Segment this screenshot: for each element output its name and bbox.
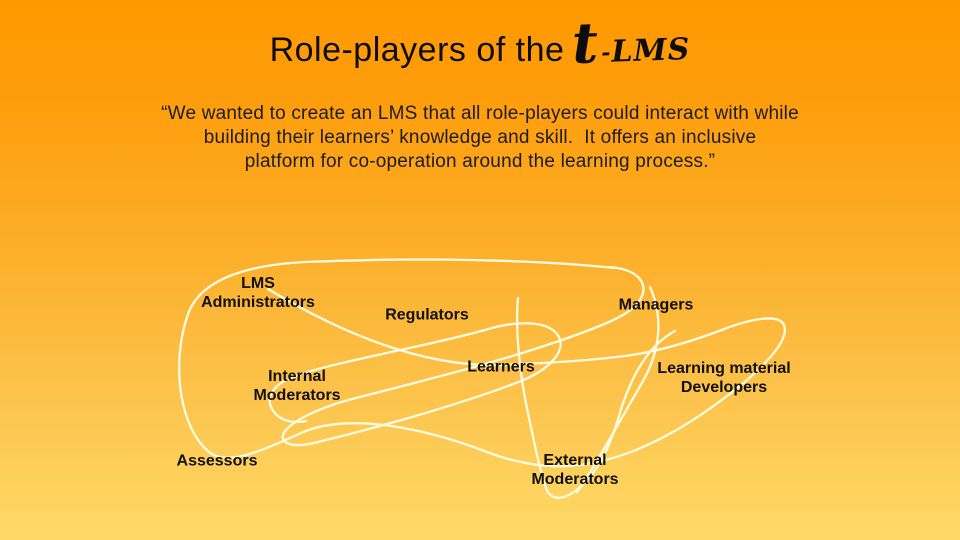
role-label-learning-material-developers: Learning material Developers: [657, 360, 791, 396]
title-row: Role-players of the t - LMS: [0, 10, 960, 78]
quote-line-1: “We wanted to create an LMS that all rol…: [161, 103, 799, 124]
quote-line-2: building their learners’ knowledge and s…: [203, 127, 757, 148]
scribble-managers-diagonal: [283, 265, 645, 433]
scribble-internal-ellipse: [268, 322, 562, 447]
scribble-external-vee: [515, 296, 677, 499]
scribble-outer-loop: [178, 258, 787, 468]
quote-text: “We wanted to create an LMS that all rol…: [0, 102, 960, 174]
role-label-external-moderators: External Moderators: [531, 452, 619, 488]
role-label-learners: Learners: [467, 358, 535, 376]
slide-title: Role-players of the: [269, 31, 565, 69]
role-label-lms-administrators: LMS Administrators: [201, 275, 315, 311]
quote-line-3: platform for co-operation around the lea…: [244, 151, 716, 172]
role-label-regulators: Regulators: [385, 306, 469, 324]
role-label-managers: Managers: [618, 296, 694, 314]
role-label-internal-moderators: Internal Moderators: [253, 368, 341, 404]
role-label-assessors: Assessors: [176, 452, 258, 470]
scribble-managers-scurve: [575, 285, 660, 494]
